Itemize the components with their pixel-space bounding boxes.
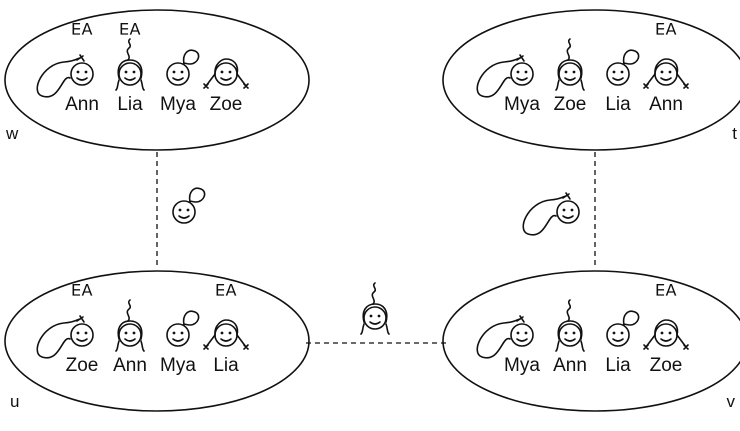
zoe-face-icon [203,58,249,89]
mya-face-icon [166,49,200,86]
quantifier-tag: ∀∃ [71,280,92,297]
ann-face-icon [36,54,94,98]
agent-face-icon [172,187,206,224]
person-name: Mya [160,94,196,115]
zoe-face-icon [555,38,585,91]
world-label: t [732,124,737,143]
person-name: Zoe [66,355,99,376]
mya-face-icon [166,310,200,347]
person: Lia [605,310,640,376]
person-name: Mya [504,94,540,115]
person-name: Lia [213,355,239,376]
ann-face-icon [643,58,689,89]
person: Zoe [554,38,587,115]
person-name: Mya [160,355,196,376]
world-label: w [5,124,19,143]
world-t: t Mya Zoe Lia ∀∃ Ann [442,9,740,151]
world-v: v Mya Ann Lia ∀∃ Zoe [442,270,740,412]
person-name: Zoe [554,94,587,115]
person: ∀∃ Lia [115,19,145,115]
lia-face-icon [203,319,249,350]
world-label: u [10,392,19,411]
person-name: Mya [504,355,540,376]
quantifier-tag: ∀∃ [655,19,676,36]
world-ellipse [4,9,310,151]
agent-face-icon [522,192,580,236]
edge-t-v [522,152,596,268]
edge-u-v [306,282,446,344]
person: Mya [476,54,540,115]
ann-face-icon [115,299,145,352]
person-name: Ann [649,94,683,115]
person-name: Zoe [210,94,243,115]
person: ∀∃ Zoe [36,280,99,376]
world-u: u ∀∃ Zoe Ann Mya ∀∃ Lia [4,270,310,412]
mya-face-icon [476,315,534,359]
world-ellipse [442,9,740,151]
edge-w-u [156,152,206,268]
person-name: Ann [553,355,587,376]
mya-face-icon [476,54,534,98]
person: ∀∃ Zoe [643,280,689,376]
person-name: Zoe [650,355,683,376]
world-label: v [727,392,736,411]
world-ellipse [442,270,740,412]
person: ∀∃ Lia [203,280,249,376]
quantifier-tag: ∀∃ [655,280,676,297]
zoe-face-icon [643,319,689,350]
lia-face-icon [606,310,640,347]
person: Ann [553,299,587,376]
ann-face-icon [555,299,585,352]
person-name: Ann [65,94,99,115]
world-ellipse [4,270,310,412]
zoe-face-icon [36,315,94,359]
lia-face-icon [606,49,640,86]
quantifier-tag: ∀∃ [71,19,92,36]
agent-face-icon [360,282,390,335]
person: Ann [113,299,147,376]
lia-face-icon [115,38,145,91]
person-name: Lia [605,94,631,115]
person: Mya [160,310,200,376]
person: Zoe [203,58,249,115]
person: ∀∃ Ann [643,19,689,115]
person: Mya [160,49,200,115]
person: ∀∃ Ann [36,19,99,115]
person: Lia [605,49,640,115]
person-name: Lia [117,94,143,115]
quantifier-tag: ∀∃ [215,280,236,297]
world-w: w ∀∃ Ann ∀∃ Lia Mya Zoe [4,9,310,151]
person: Mya [476,315,540,376]
quantifier-tag: ∀∃ [119,19,140,36]
person-name: Ann [113,355,147,376]
person-name: Lia [605,355,631,376]
